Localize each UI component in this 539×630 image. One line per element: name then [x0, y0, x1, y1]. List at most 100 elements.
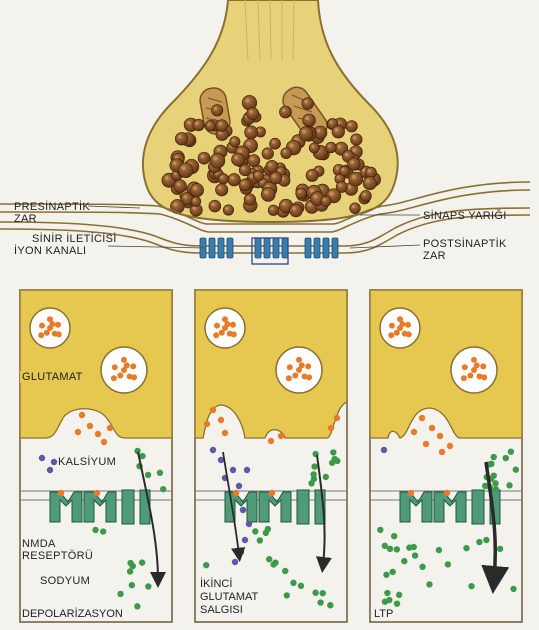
sodium-ion [312, 590, 318, 596]
glutamate-molecule [204, 421, 210, 427]
sodium-ion [383, 572, 389, 578]
calcium-ion [232, 559, 238, 565]
glutamate-molecule [214, 323, 220, 329]
vesicle [360, 190, 371, 201]
vesicle [303, 114, 316, 127]
vesicle [245, 126, 258, 139]
panel-caption-second-glutamate: İKİNCİ GLUTAMAT SALGISI [200, 578, 258, 617]
ion-channel-label-line1: SİNİR İLETİCİSİ [14, 233, 117, 245]
glutamate-molecule [286, 375, 292, 381]
sodium-ion [327, 602, 333, 608]
calcium-ion [244, 467, 250, 473]
vesicle [339, 166, 349, 176]
glutamate-molecule [296, 357, 302, 363]
sodium-ion [311, 476, 317, 482]
glutamate-label: GLUTAMAT [20, 371, 85, 383]
sodium-ion [419, 564, 425, 570]
vesicle-highlight [187, 121, 191, 125]
ion-channel-subunit [227, 238, 233, 258]
panel-caption-ltp: LTP [374, 608, 393, 621]
sodium-ion [290, 580, 296, 586]
vesicle [261, 187, 275, 201]
sodium-ion [445, 561, 451, 567]
vesicle-highlight [173, 161, 177, 165]
glutamate-molecule [305, 363, 311, 369]
vesicle-highlight [317, 129, 321, 133]
bound-glutamate [58, 490, 64, 496]
sodium-ion [130, 563, 136, 569]
nmda-label-line1: NMDA [22, 538, 93, 550]
sodium-ion [386, 597, 392, 603]
sodium-ion [92, 527, 98, 533]
vesicle-highlight [330, 192, 334, 196]
presynaptic-label-line1: PRESİNAPTİK [14, 201, 90, 213]
glutamate-molecule [423, 441, 429, 447]
calcium-ion [39, 455, 45, 461]
sodium-ion [160, 486, 166, 492]
vesicle-highlight [348, 123, 351, 126]
vesicle-highlight [345, 153, 348, 156]
vesicle-highlight [352, 148, 356, 152]
vesicle-highlight [195, 122, 198, 125]
glutamate-molecule [471, 357, 477, 363]
vesicle-highlight [207, 123, 210, 126]
ion-channel-label: SİNİR İLETİCİSİ İYON KANALI [14, 233, 117, 257]
glutamate-molecule [121, 357, 127, 363]
sodium-ion [311, 463, 317, 469]
glutamate-molecule [334, 415, 340, 421]
ion-channel-subunit [314, 238, 320, 258]
sodium-ion [491, 472, 497, 478]
sodium-ion [401, 558, 407, 564]
vesicle-highlight [339, 184, 342, 187]
glutamate-molecule [131, 374, 137, 380]
sodium-label: SODYUM [40, 575, 90, 587]
vesicle [332, 126, 345, 139]
ion-channel-block [297, 490, 309, 524]
glutamate-molecule [210, 407, 216, 413]
sodium-ion [491, 454, 497, 460]
sodium-ion [390, 569, 396, 575]
glutamate-molecule [439, 449, 445, 455]
glutamate-molecule [130, 363, 136, 369]
vesicle-highlight [193, 186, 197, 190]
sodium-ion [391, 533, 397, 539]
ion-channel-subunit [305, 238, 311, 258]
vesicle [205, 121, 215, 131]
glutamate-molecule [388, 332, 394, 338]
ion-channel-subunit [255, 238, 261, 258]
glutamate-molecule [224, 321, 230, 327]
vesicle [309, 143, 319, 153]
vesicle-highlight [289, 143, 293, 147]
bound-glutamate [94, 490, 100, 496]
glutamate-molecule [399, 321, 405, 327]
glutamate-molecule [39, 323, 45, 329]
vesicle-highlight [220, 176, 223, 179]
sodium-ion [377, 527, 383, 533]
sodium-ion [382, 543, 388, 549]
vesicle [351, 134, 363, 146]
stage-panel-3 [370, 290, 522, 622]
bound-glutamate [444, 490, 450, 496]
sodium-ion [157, 470, 163, 476]
vesicle-highlight [249, 110, 252, 113]
vesicle-highlight [174, 172, 177, 175]
glutamate-molecule [467, 373, 473, 379]
calcium-ion [246, 521, 252, 527]
ion-channel-subunit [323, 238, 329, 258]
presynaptic-label-line2: ZAR [14, 213, 90, 225]
sodium-ion [394, 546, 400, 552]
glutamate-molecule [124, 362, 130, 368]
vesicle-highlight [247, 129, 251, 133]
vesicle-highlight [178, 135, 182, 139]
vesicle-highlight [255, 173, 258, 176]
vesicle-highlight [246, 142, 250, 146]
vesicle-highlight [218, 186, 221, 189]
vesicle [346, 121, 358, 133]
vesicle-highlight [302, 130, 306, 134]
vesicle [210, 153, 225, 168]
vesicle [211, 105, 222, 116]
sodium-ion [145, 583, 151, 589]
glutamate-molecule [230, 322, 236, 328]
vesicle-highlight [272, 141, 275, 144]
